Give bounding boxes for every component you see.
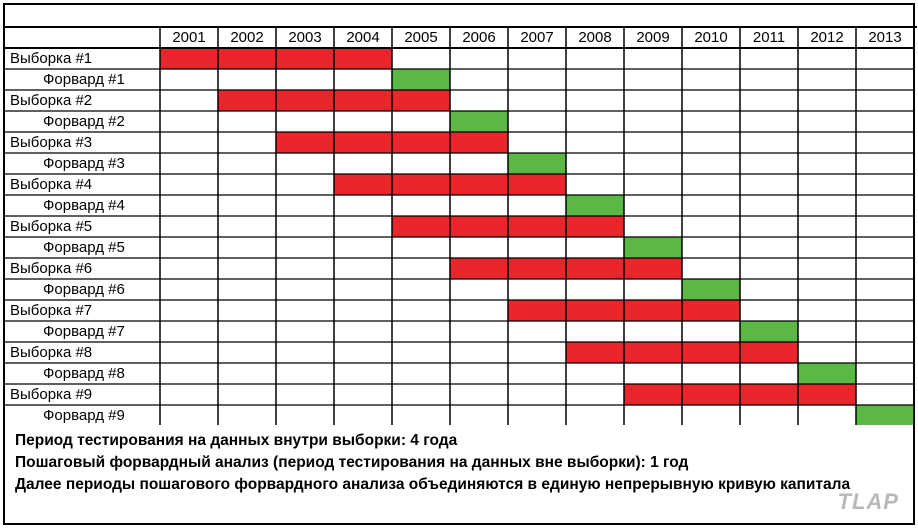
forward-label: Форвард #7 [43, 323, 125, 340]
insample-cell [334, 174, 392, 195]
year-2006: 2006 [462, 29, 496, 46]
insample-label: Выборка #4 [10, 176, 93, 193]
forward-label: Форвард #2 [43, 113, 125, 130]
forward-cell [740, 321, 798, 342]
insample-cell [682, 342, 740, 363]
insample-cell [508, 174, 566, 195]
insample-cell [624, 342, 682, 363]
insample-cell [566, 258, 624, 279]
insample-label: Выборка #8 [10, 344, 93, 361]
year-2009: 2009 [636, 29, 670, 46]
insample-cell [740, 384, 798, 405]
note-insample-period: Период тестирования на данных внутри выб… [15, 432, 458, 449]
insample-cell [624, 258, 682, 279]
schedule-grid [5, 26, 917, 425]
forward-label: Форвард #5 [43, 239, 125, 256]
walk-forward-diagram: Выборка #1 Форвард #1 Выборка #2 Форвард #2… [3, 3, 917, 525]
year-2003: 2003 [288, 29, 322, 46]
year-2012: 2012 [810, 29, 844, 46]
note-outsample-period: Пошаговый форвардный анализ (период тест… [15, 454, 689, 471]
insample-cell [450, 216, 508, 237]
insample-cell [798, 384, 856, 405]
forward-label: Форвард #9 [43, 407, 125, 424]
insample-cell [334, 90, 392, 111]
forward-label: Форвард #1 [43, 71, 125, 88]
insample-label: Выборка #1 [10, 50, 93, 67]
insample-cell [276, 48, 334, 69]
forward-cell [856, 405, 914, 425]
insample-label: Выборка #5 [10, 218, 93, 235]
insample-cell [508, 258, 566, 279]
year-2008: 2008 [578, 29, 612, 46]
forward-cell [624, 237, 682, 258]
year-2001: 2001 [172, 29, 206, 46]
insample-cell [392, 90, 450, 111]
insample-label: Выборка #2 [10, 92, 93, 109]
forward-cell [508, 153, 566, 174]
forward-label: Форвард #3 [43, 155, 125, 172]
year-2011: 2011 [752, 29, 786, 46]
insample-cell [508, 300, 566, 321]
year-2013: 2013 [868, 29, 902, 46]
insample-cell [276, 132, 334, 153]
year-2002: 2002 [230, 29, 264, 46]
notes: Период тестирования на данных внутри выб… [15, 430, 905, 496]
year-2004: 2004 [346, 29, 380, 46]
forward-label: Форвард #4 [43, 197, 125, 214]
insample-cell [392, 132, 450, 153]
insample-cell [450, 174, 508, 195]
insample-cell [334, 132, 392, 153]
insample-cell [566, 342, 624, 363]
insample-cell [624, 300, 682, 321]
forward-label: Форвард #6 [43, 281, 125, 298]
insample-label: Выборка #7 [10, 302, 93, 319]
tlap-logo: TLAP [837, 489, 899, 514]
insample-cell [450, 132, 508, 153]
insample-cell [740, 342, 798, 363]
insample-cell [160, 48, 218, 69]
forward-cell [450, 111, 508, 132]
forward-label: Форвард #8 [43, 365, 125, 382]
year-2010: 2010 [694, 29, 728, 46]
insample-label: Выборка #6 [10, 260, 93, 277]
insample-cell [450, 258, 508, 279]
insample-cell [682, 384, 740, 405]
insample-cell [392, 216, 450, 237]
insample-label: Выборка #9 [10, 386, 93, 403]
insample-cell [566, 300, 624, 321]
insample-cell [508, 216, 566, 237]
insample-cell [566, 216, 624, 237]
insample-cell [276, 90, 334, 111]
insample-cell [624, 384, 682, 405]
insample-cell [334, 48, 392, 69]
forward-cell [566, 195, 624, 216]
insample-cell [218, 90, 276, 111]
insample-cell [218, 48, 276, 69]
insample-label: Выборка #3 [10, 134, 93, 151]
note-equity-curve: Далее периоды пошагового форвардного ана… [15, 476, 851, 493]
forward-cell [682, 279, 740, 300]
forward-cell [392, 69, 450, 90]
year-2005: 2005 [404, 29, 438, 46]
insample-cell [682, 300, 740, 321]
year-2007: 2007 [520, 29, 554, 46]
forward-cell [798, 363, 856, 384]
insample-cell [392, 174, 450, 195]
